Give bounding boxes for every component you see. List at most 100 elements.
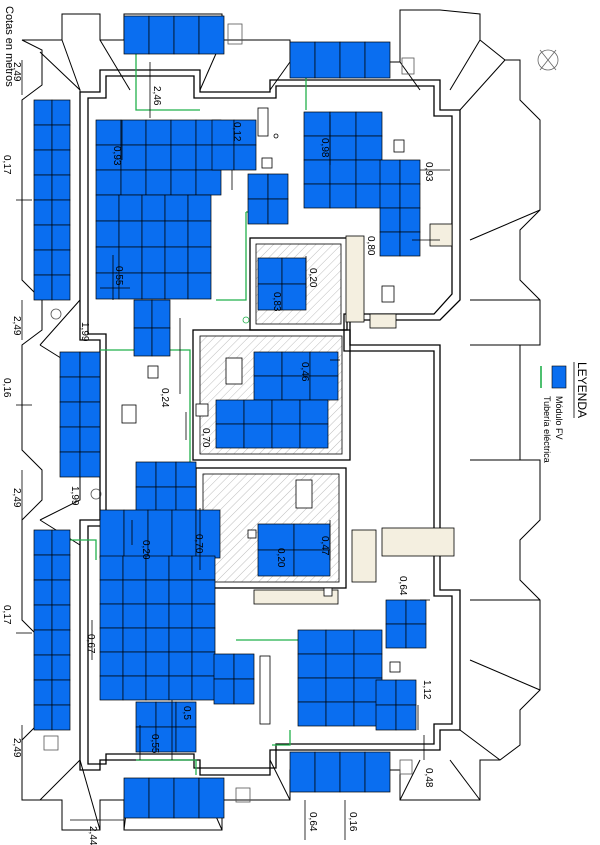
pv-module xyxy=(309,351,339,377)
dim-left-249-c: 2,49 xyxy=(11,488,22,508)
dim-inner-020-b: 0,20 xyxy=(140,540,151,560)
pv-module xyxy=(399,159,421,185)
drain-symbols xyxy=(43,23,415,803)
pv-module xyxy=(51,579,71,606)
pv-module xyxy=(329,183,357,209)
pv-module xyxy=(191,555,216,581)
pv-module xyxy=(187,272,212,300)
dim-inner-199-a: 1,99 xyxy=(79,322,90,342)
pv-module xyxy=(243,423,273,449)
dim-inner-020-a: 0,20 xyxy=(307,268,318,288)
pv-module xyxy=(133,327,153,357)
pv-module xyxy=(33,554,53,581)
pv-module xyxy=(293,523,331,551)
pv-module xyxy=(267,173,289,200)
pv-module xyxy=(164,194,189,222)
pv-module xyxy=(355,135,383,161)
pv-module xyxy=(271,423,301,449)
pv-module xyxy=(122,555,147,581)
pv-array xyxy=(99,555,216,701)
pv-module xyxy=(257,549,295,577)
pv-array xyxy=(297,629,383,727)
pv-module xyxy=(141,246,166,274)
pv-module xyxy=(399,231,421,257)
pv-array xyxy=(123,15,225,55)
pv-module xyxy=(33,174,53,201)
pv-module xyxy=(243,399,273,425)
pv-module xyxy=(51,604,71,631)
pv-module xyxy=(191,675,216,701)
pv-module xyxy=(164,272,189,300)
pv-module xyxy=(51,654,71,681)
pv-module xyxy=(147,509,173,559)
pv-module xyxy=(399,183,421,209)
pv-module xyxy=(405,623,427,649)
pv-array xyxy=(213,653,255,705)
pv-module xyxy=(395,679,417,706)
pv-array xyxy=(33,529,71,731)
pv-module xyxy=(257,283,283,311)
pv-module xyxy=(233,678,255,705)
pv-module xyxy=(164,246,189,274)
pv-module xyxy=(135,701,157,728)
pv-module xyxy=(95,194,120,222)
dim-right-112: 1,12 xyxy=(421,680,432,700)
dim-left-017-a: 0,17 xyxy=(1,155,12,175)
dim-right-064: 0,64 xyxy=(397,576,408,596)
pv-module xyxy=(271,399,301,425)
pv-module xyxy=(118,220,143,248)
pv-module xyxy=(59,401,81,428)
pv-module xyxy=(175,726,197,753)
pv-module xyxy=(303,159,331,185)
dim-right-080: 0,80 xyxy=(365,236,376,256)
pv-module xyxy=(297,701,327,727)
pv-module xyxy=(122,651,147,677)
pv-module xyxy=(51,99,71,126)
pv-module xyxy=(99,603,124,629)
pv-module xyxy=(281,375,311,401)
pv-module xyxy=(51,704,71,731)
dim-inner-070-a: 0,70 xyxy=(200,428,211,448)
dim-inner-05: 0,5 xyxy=(181,706,192,720)
pv-module xyxy=(379,183,401,209)
pv-module xyxy=(33,249,53,276)
dim-inner-012: 0,12 xyxy=(231,122,242,142)
pv-module xyxy=(173,15,200,55)
pv-module xyxy=(145,579,170,605)
pv-module xyxy=(314,41,341,79)
pv-module xyxy=(51,249,71,276)
pv-module xyxy=(59,451,81,478)
pv-module xyxy=(375,704,397,731)
pv-module xyxy=(170,169,197,196)
pv-module xyxy=(385,599,407,625)
pv-module xyxy=(79,426,101,453)
pv-module xyxy=(168,579,193,605)
pv-module xyxy=(325,653,355,679)
units-label: Cotas en metros xyxy=(3,6,15,87)
pv-module xyxy=(135,461,157,488)
roof-fixtures xyxy=(121,107,455,725)
pv-module xyxy=(95,169,122,196)
pv-module xyxy=(120,119,147,146)
pv-array xyxy=(211,119,257,171)
pv-module xyxy=(141,194,166,222)
pv-module xyxy=(355,183,383,209)
pv-array xyxy=(375,679,417,731)
pv-module xyxy=(145,555,170,581)
pv-module xyxy=(151,327,171,357)
pv-module xyxy=(155,461,177,488)
pv-array xyxy=(59,351,101,478)
pv-module xyxy=(120,144,147,171)
pv-array xyxy=(257,523,331,577)
legend-module-swatch xyxy=(551,365,567,389)
pv-module xyxy=(191,579,216,605)
pv-module xyxy=(191,627,216,653)
pv-module xyxy=(99,651,124,677)
pv-module xyxy=(297,677,327,703)
dim-inner-020-c: 0,20 xyxy=(275,548,286,568)
pv-module xyxy=(198,15,225,55)
pv-module xyxy=(364,41,391,79)
pv-module xyxy=(148,777,175,819)
pv-module xyxy=(198,777,225,819)
pv-array xyxy=(215,399,329,449)
